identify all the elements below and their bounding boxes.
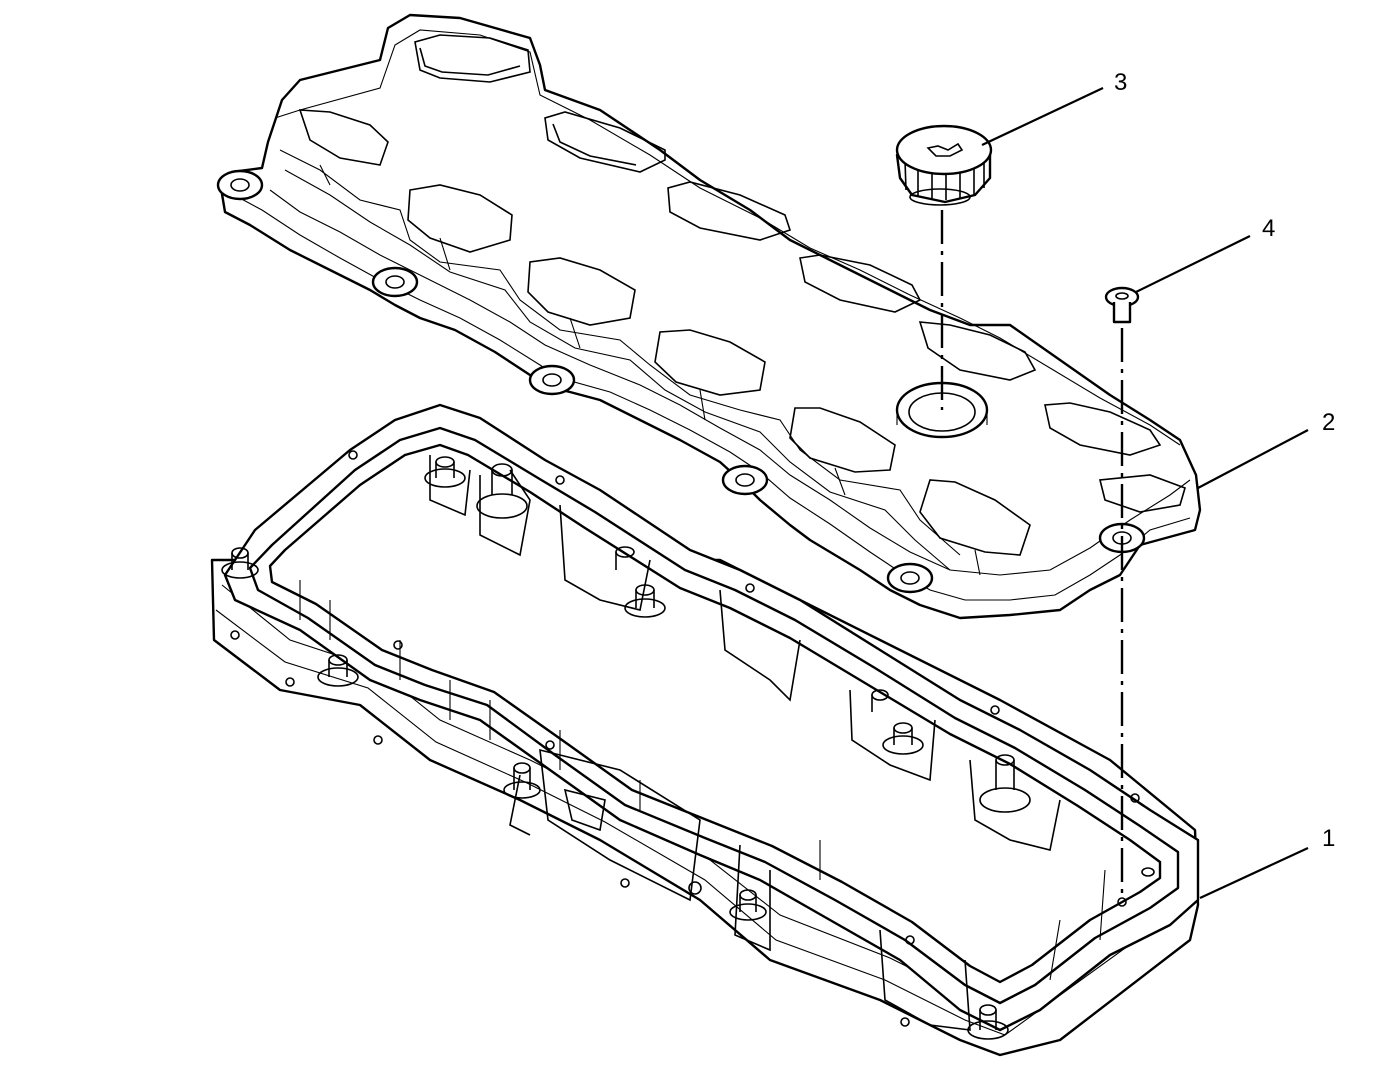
callout-1-label: 1 [1322,825,1335,852]
bolt [1104,286,1140,324]
callout-4-label: 4 [1262,215,1275,242]
callout-3-label: 3 [1114,69,1127,96]
callout-1: 1 [1199,825,1335,899]
callout-4: 4 [1135,215,1275,293]
callout-2: 2 [1197,409,1335,489]
callout-2-label: 2 [1322,409,1335,436]
valve-cover [216,13,1202,620]
valve-cover-base [210,403,1200,1057]
callout-3: 3 [981,69,1127,146]
oil-filler-cap [895,124,993,206]
